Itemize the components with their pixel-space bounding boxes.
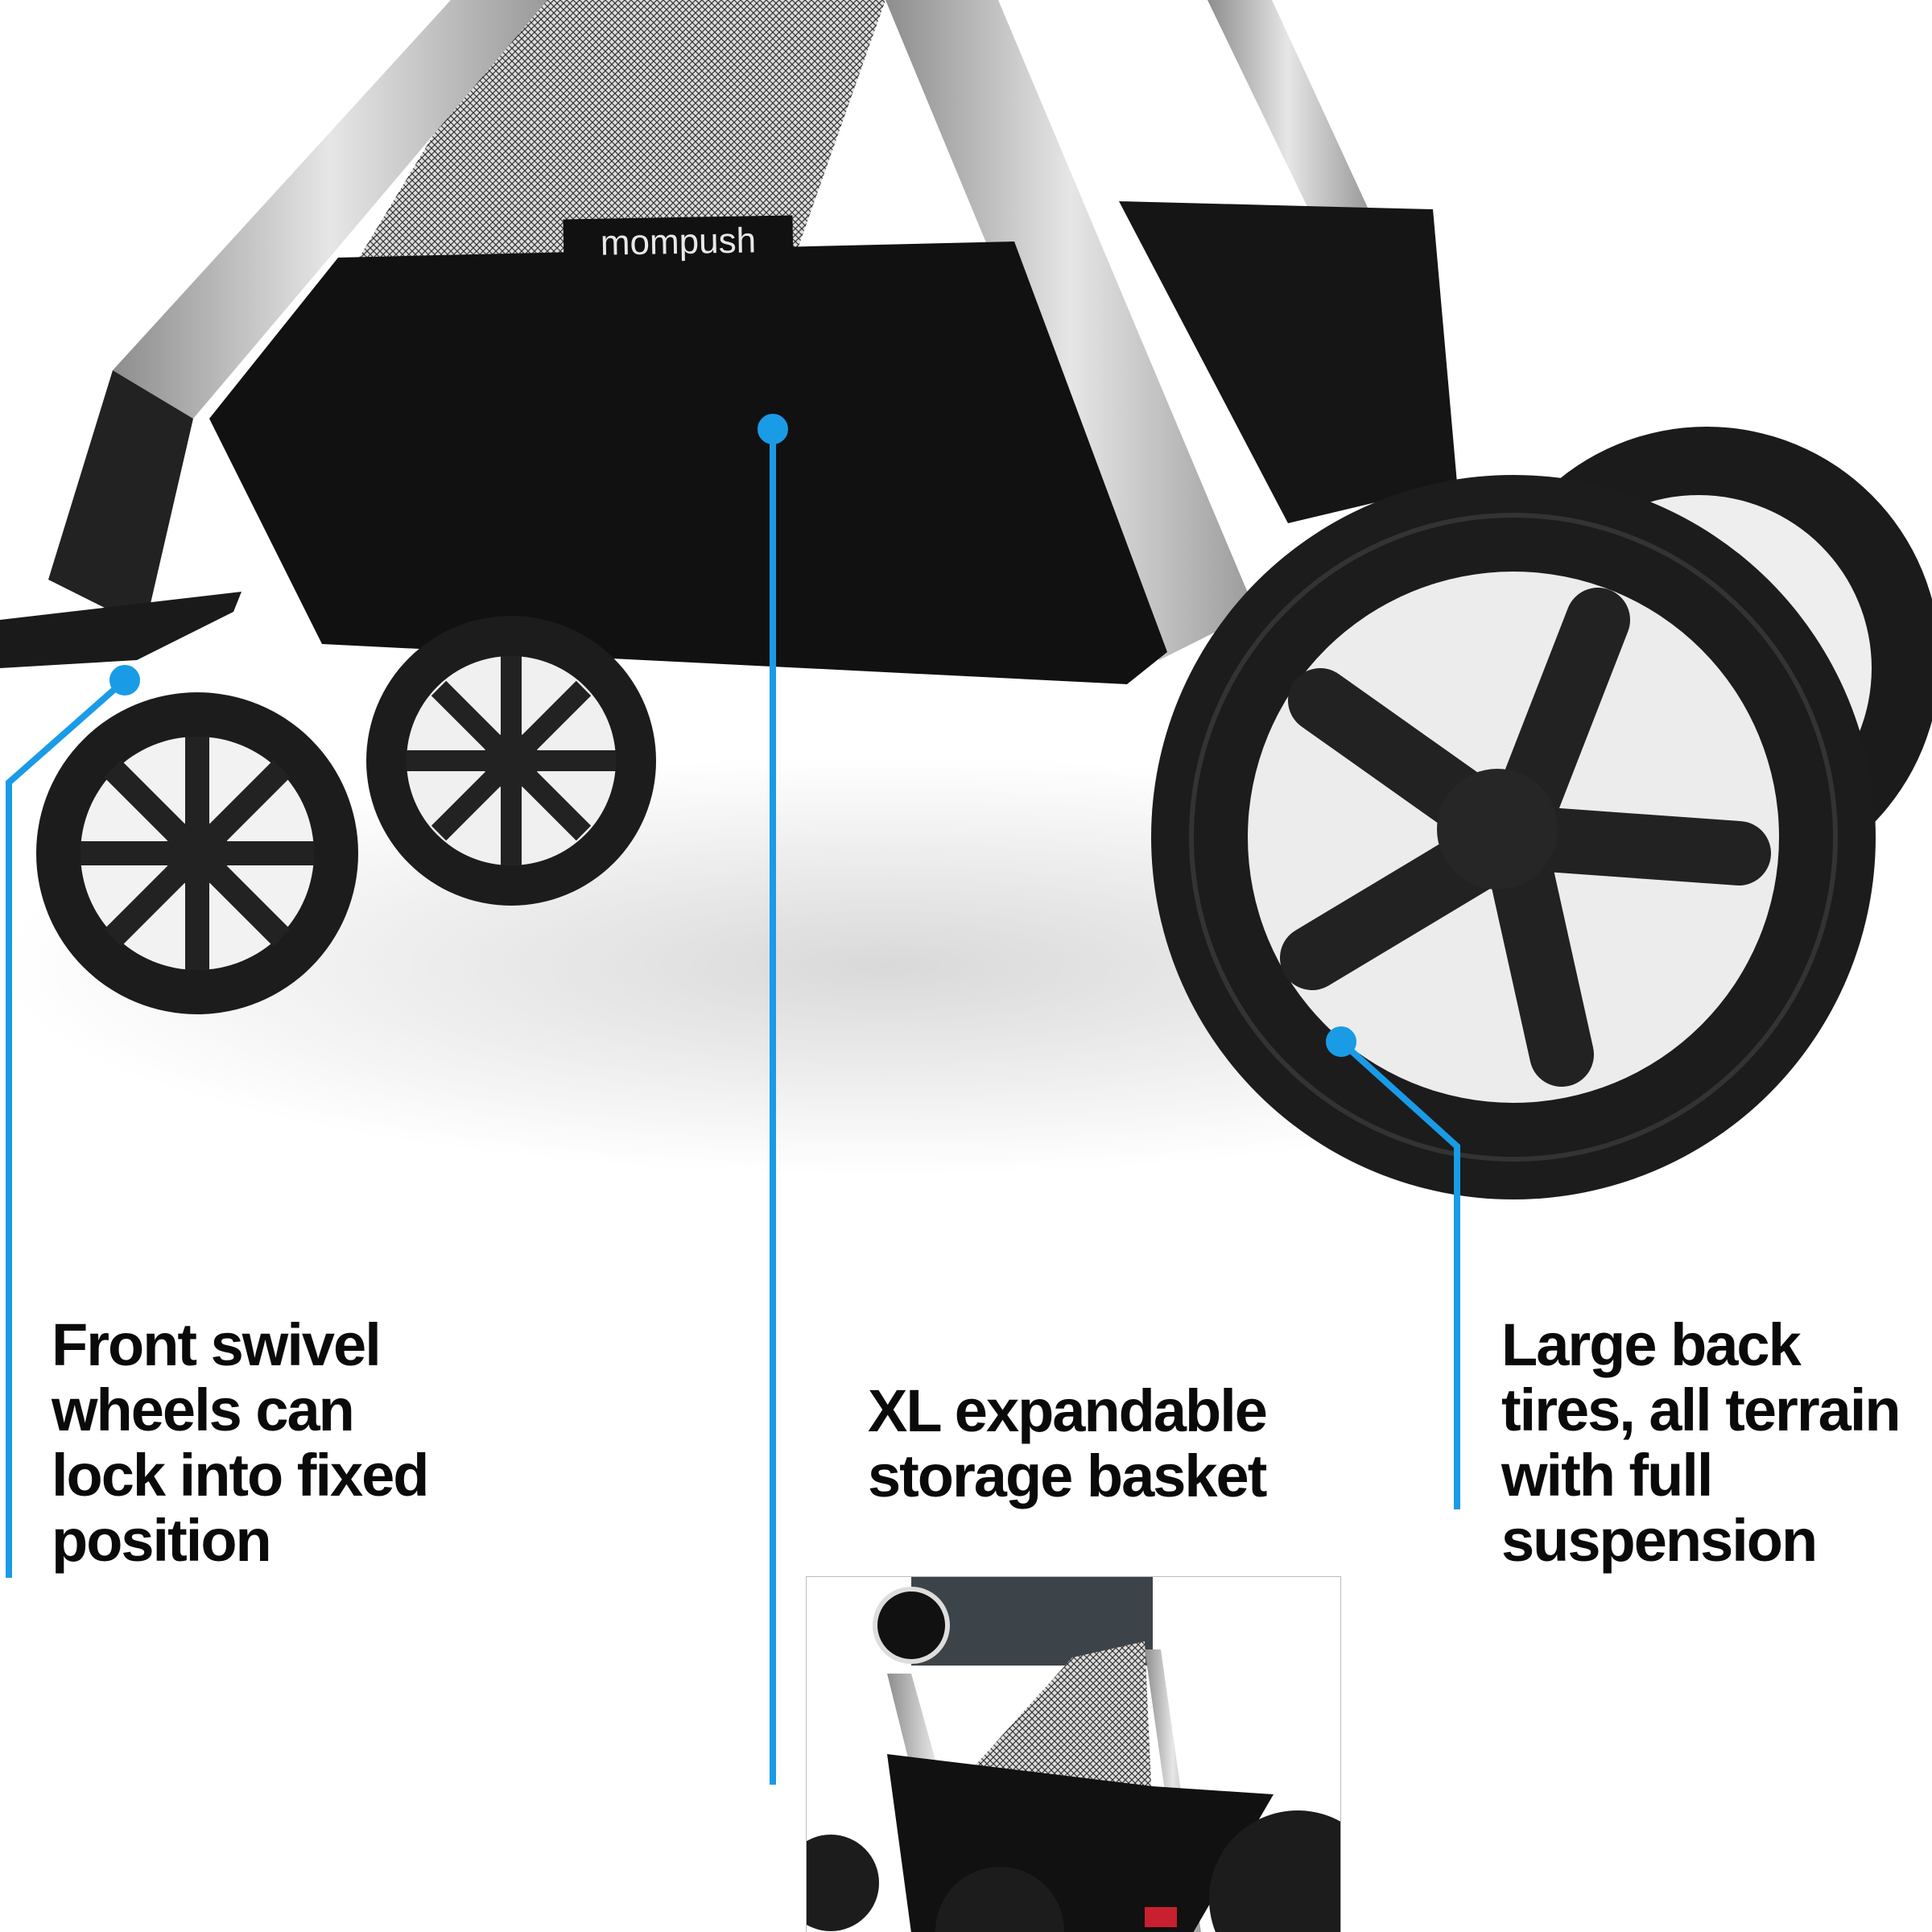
brand-logo: mompush (563, 215, 794, 270)
side-pocket (1119, 201, 1457, 523)
front-wheel-fork (0, 592, 242, 668)
storage-basket (209, 242, 1167, 684)
callout-line: wheels can (52, 1377, 355, 1443)
front-wheel-right (366, 616, 656, 906)
callout-front-wheels: Front swivel wheels can lock into fixed … (52, 1311, 430, 1574)
callout-line: Front swivel (52, 1311, 382, 1378)
basket-inset-photo (806, 1576, 1341, 1932)
front-joint (48, 370, 193, 628)
callout-line: storage basket (868, 1443, 1267, 1509)
callout-line: lock into fixed (52, 1442, 430, 1509)
callout-line: tires, all terrain (1501, 1377, 1901, 1443)
inset-rear-wheel (1209, 1810, 1340, 1932)
inset-hub (873, 1587, 950, 1664)
back-tire-callout-line (1339, 1039, 1460, 1509)
callout-lines (6, 414, 1460, 1785)
rear-frame-tube-2 (1208, 0, 1368, 233)
callout-line: Large back (1501, 1311, 1802, 1378)
rear-frame-tube (886, 0, 1256, 660)
front-wheel-callout-line (6, 678, 127, 1578)
callout-back-tires: Large back tires, all terrain with full … (1501, 1311, 1901, 1574)
front-wheel-left (36, 692, 358, 1014)
rear-wheel-front (1151, 475, 1876, 1199)
callout-line: XL expandable (868, 1377, 1268, 1444)
inset-wheel-2 (935, 1867, 1064, 1932)
inset-brake (1145, 1907, 1177, 1927)
inset-front-wheel (807, 1835, 879, 1931)
callout-line: suspension (1501, 1507, 1818, 1574)
callout-basket: XL expandable storage basket (868, 1377, 1268, 1509)
front-frame-tube (113, 0, 547, 419)
inset-stroller-illustration (807, 1577, 1340, 1932)
callout-line: with full (1501, 1442, 1713, 1509)
callout-line: position (52, 1507, 272, 1574)
